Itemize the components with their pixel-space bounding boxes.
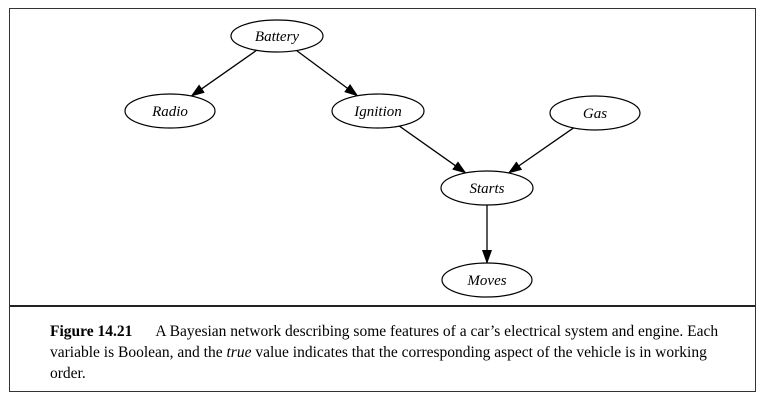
node-radio-label: Radio [151, 104, 188, 120]
node-battery-label: Battery [255, 29, 299, 45]
edge-ignition-to-starts [398, 125, 467, 174]
figure-caption: Figure 14.21 A Bayesian network describi… [50, 321, 740, 384]
edge-battery-to-radio [190, 49, 257, 97]
node-ignition-ellipse [331, 93, 425, 129]
caption-text-before: A Bayesian network describing some featu… [50, 323, 719, 361]
node-battery: Battery [230, 19, 324, 53]
edge-gas-to-starts [507, 127, 574, 174]
node-starts-ellipse [440, 170, 534, 206]
caption-emphasis: true [226, 344, 252, 361]
node-moves: Moves [441, 262, 533, 298]
node-moves-ellipse [441, 262, 533, 298]
node-gas-label: Gas [583, 106, 607, 122]
node-battery-ellipse [230, 19, 324, 53]
node-starts-label: Starts [469, 181, 504, 197]
edges-layer [190, 49, 574, 264]
node-starts: Starts [440, 170, 534, 206]
node-gas-ellipse [549, 95, 641, 131]
figure-label: Figure 14.21 [50, 323, 133, 340]
node-radio-ellipse [124, 93, 216, 129]
node-gas: Gas [549, 95, 641, 131]
node-moves-label: Moves [466, 273, 506, 289]
node-ignition-label: Ignition [353, 104, 402, 120]
edge-battery-to-ignition [296, 49, 359, 97]
caption-text-after: value indicates that the corresponding a… [50, 344, 707, 382]
caption-divider [10, 305, 755, 307]
node-radio: Radio [124, 93, 216, 129]
node-ignition: Ignition [331, 93, 425, 129]
